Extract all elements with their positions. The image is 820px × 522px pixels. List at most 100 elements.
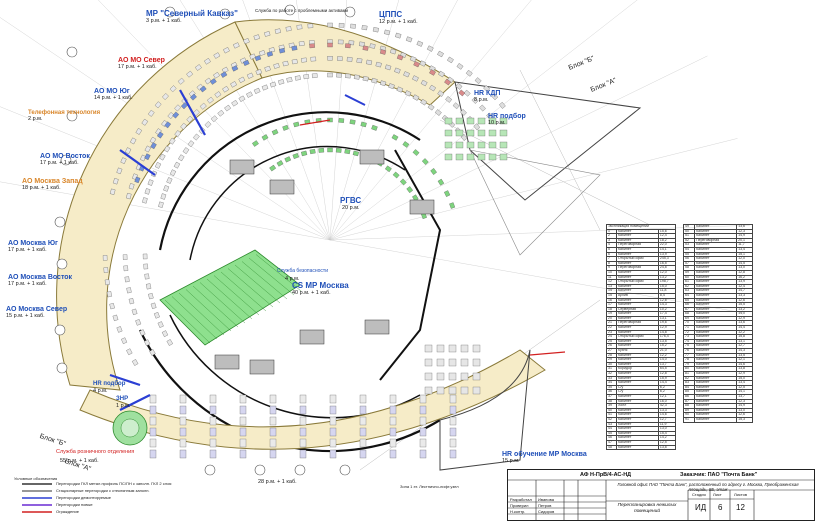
- workstation: [345, 43, 351, 49]
- workstation: [345, 73, 351, 79]
- workstation: [291, 59, 298, 65]
- south-east-wing: [439, 349, 531, 471]
- znr-label: ЗНР: [116, 396, 129, 402]
- workstation: [252, 140, 259, 147]
- workstation: [338, 23, 345, 28]
- workstation: [429, 69, 436, 76]
- workstation: [261, 84, 269, 91]
- workstation: [173, 161, 181, 169]
- workstation: [384, 64, 392, 71]
- workstation: [296, 24, 303, 30]
- workstation: [455, 83, 463, 90]
- sheet-title: Перепланировка нежилых помещений: [617, 503, 677, 514]
- workstation: [412, 94, 420, 101]
- meeting-table: [249, 359, 275, 375]
- workstation: [449, 202, 456, 209]
- workstation: [266, 51, 274, 57]
- table-cell: 15,3: [736, 416, 753, 423]
- workstation: [276, 160, 284, 167]
- sheets-label: Листов: [734, 492, 747, 497]
- workstation: [394, 67, 401, 74]
- workstation-south: [209, 394, 217, 404]
- workstation: [399, 178, 407, 186]
- workstation-south: [419, 449, 427, 459]
- zone-title-cs-mr-moskva: CS МР Москва: [292, 281, 349, 290]
- workstation: [346, 56, 353, 62]
- construction-line: [329, 0, 458, 241]
- workstation-south: [209, 438, 217, 448]
- workstation: [362, 45, 369, 51]
- workstation: [285, 26, 292, 32]
- workstation: [214, 91, 222, 98]
- grid-axis-marker: [219, 8, 231, 20]
- workstation: [273, 63, 280, 69]
- workstation: [474, 77, 482, 85]
- zone-title-ao-mo-sever: АО МО Север: [118, 57, 165, 64]
- workstation: [103, 267, 109, 273]
- tb-name-3: Сидоров: [538, 509, 555, 514]
- workstation-south: [209, 449, 217, 459]
- meeting-table: [214, 354, 240, 370]
- workstation: [352, 150, 359, 157]
- workstation: [412, 149, 420, 156]
- workstation: [282, 124, 289, 131]
- workstation: [162, 93, 169, 100]
- green-open-space: [159, 249, 301, 346]
- workstation: [102, 255, 108, 261]
- zone-title-ao-mo-yug: АО МО Юг: [94, 88, 130, 95]
- workstation: [217, 109, 225, 117]
- workstation: [126, 348, 133, 356]
- workstation: [148, 293, 154, 300]
- workstation-south: [359, 449, 367, 459]
- workstation: [430, 168, 437, 175]
- sheets-value: 12: [736, 503, 745, 512]
- workstation: [143, 263, 149, 270]
- workstation-se: [436, 386, 445, 395]
- workstation: [192, 133, 200, 141]
- hr-podbor-left-cap: 4 р.м.: [93, 388, 108, 394]
- round-green-area-inner: [120, 418, 140, 438]
- workstation: [282, 60, 289, 67]
- workstation: [356, 58, 363, 64]
- green-hatch: [192, 285, 239, 328]
- workstation-south: [299, 394, 307, 404]
- workstation-south: [209, 427, 217, 437]
- workstation: [412, 75, 419, 82]
- workstation-south: [179, 394, 187, 404]
- workstation: [169, 85, 177, 93]
- workstation-se: [448, 372, 457, 381]
- workstation: [264, 65, 271, 72]
- workstation: [131, 359, 139, 366]
- workstation-south: [299, 438, 307, 448]
- workstation: [169, 169, 177, 177]
- workstation: [405, 36, 413, 43]
- workstation: [144, 188, 151, 195]
- zone-title-hr-obuchenie: HR обучение МР Москва: [502, 451, 587, 458]
- workstation: [420, 98, 428, 106]
- workstation-east: [499, 153, 508, 161]
- workstation: [311, 73, 318, 79]
- workstation: [473, 123, 481, 131]
- workstation-south: [419, 416, 427, 426]
- workstation: [144, 273, 150, 280]
- workstation: [144, 339, 151, 347]
- green-hatch: [185, 289, 232, 332]
- workstation: [207, 96, 214, 104]
- construction-line: [329, 0, 532, 241]
- workstation: [360, 121, 367, 128]
- workstation-se: [460, 372, 469, 381]
- zone-capacity-ao-moskva-yug: 17 р.м. + 1 каб.: [8, 247, 47, 253]
- workstation: [318, 148, 325, 153]
- workstation: [427, 103, 435, 111]
- workstation-east: [455, 129, 464, 137]
- meeting-table: [269, 179, 295, 195]
- workstation-south: [209, 416, 217, 426]
- workstation: [271, 129, 279, 136]
- workstation-south: [389, 416, 397, 426]
- workstation: [128, 298, 135, 305]
- workstation-south: [359, 438, 367, 448]
- zone-title-hr-podbor: HR подбор: [488, 113, 526, 120]
- workstation-south: [359, 405, 367, 415]
